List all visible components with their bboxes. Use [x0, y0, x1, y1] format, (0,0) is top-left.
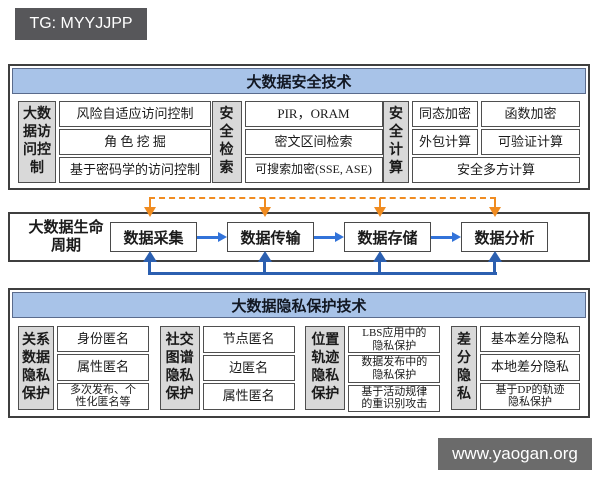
tech-item: 节点匿名	[202, 326, 295, 353]
tech-item: 基于活动规律的重识别攻击	[348, 384, 441, 412]
down-arrow-icon	[259, 207, 271, 217]
down-arrow-icon	[144, 207, 156, 217]
security-panel-title: 大数据安全技术	[12, 68, 586, 94]
stage-data-collection: 数据采集	[110, 222, 197, 252]
tech-item: 边匿名	[202, 354, 295, 382]
privacy-groups-row: 关系数据隐私保护 身份匿名 属性匿名 多次发布、个性化匿名等 社交图谱隐私保护 …	[10, 320, 588, 418]
relational-privacy-items: 身份匿名 属性匿名 多次发布、个性化匿名等	[57, 326, 149, 410]
location-trajectory-privacy-items: LBS应用中的隐私保护 数据发布中的隐私保护 基于活动规律的重识别攻击	[348, 326, 441, 412]
right-arrow-icon	[314, 232, 344, 242]
tech-item: 数据发布中的隐私保护	[348, 355, 441, 383]
security-panel: 大数据安全技术 大数据访问控制 风险自适应访问控制 角 色 挖 掘 基于密码学的…	[8, 64, 590, 190]
tech-item: 属性匿名	[202, 383, 295, 411]
access-control-label: 大数据访问控制	[18, 101, 56, 183]
access-control-items: 风险自适应访问控制 角 色 挖 掘 基于密码学的访问控制	[59, 101, 211, 183]
social-graph-privacy-group: 社交图谱隐私保护 节点匿名 边匿名 属性匿名	[159, 326, 295, 411]
lifecycle-label: 大数据生命周期	[28, 219, 104, 254]
relational-privacy-label: 关系数据隐私保护	[18, 326, 54, 410]
tech-item: 函数加密	[481, 101, 580, 127]
dashed-connector-drop	[264, 198, 266, 207]
secure-computation-items: 同态加密 函数加密 外包计算 可验证计算 安全多方计算	[412, 101, 580, 183]
feedback-connector-line	[148, 272, 497, 275]
tech-item: 风险自适应访问控制	[59, 101, 211, 127]
grid-row: 外包计算 可验证计算	[412, 129, 580, 155]
tech-item: 本地差分隐私	[479, 354, 580, 381]
dashed-connector-drop	[494, 198, 496, 207]
dashed-connector-drop	[379, 198, 381, 207]
feedback-connector-rise	[493, 261, 496, 273]
access-control-group: 大数据访问控制 风险自适应访问控制 角 色 挖 掘 基于密码学的访问控制	[18, 101, 211, 183]
tech-item: 身份匿名	[57, 326, 149, 353]
website-watermark-badge: www.yaogan.org	[438, 438, 592, 470]
location-trajectory-privacy-group: 位置轨迹隐私保护 LBS应用中的隐私保护 数据发布中的隐私保护 基于活动规律的重…	[305, 326, 441, 412]
down-arrow-icon	[374, 207, 386, 217]
social-graph-privacy-items: 节点匿名 边匿名 属性匿名	[202, 326, 295, 411]
feedback-connector-rise	[263, 261, 266, 273]
security-groups-row: 大数据访问控制 风险自适应访问控制 角 色 挖 掘 基于密码学的访问控制 安全检…	[10, 96, 588, 190]
social-graph-privacy-label: 社交图谱隐私保护	[159, 326, 200, 410]
differential-privacy-label: 差分隐私	[450, 326, 477, 410]
location-trajectory-privacy-label: 位置轨迹隐私保护	[305, 326, 346, 410]
dashed-connector-drop	[149, 198, 151, 207]
tech-item: 外包计算	[412, 129, 478, 155]
lifecycle-panel: 大数据生命周期 数据采集 数据传输 数据存储 数据分析	[8, 212, 590, 262]
right-arrow-icon	[431, 232, 461, 242]
secure-retrieval-label: 安全检索	[211, 101, 242, 183]
tech-item: PIR，ORAM	[244, 101, 383, 127]
secure-retrieval-items: PIR，ORAM 密文区间检索 可搜索加密(SSE, ASE)	[244, 101, 383, 183]
tech-item: 基于DP的轨迹隐私保护	[479, 382, 580, 410]
tech-item: LBS应用中的隐私保护	[348, 326, 441, 354]
differential-privacy-group: 差分隐私 基本差分隐私 本地差分隐私 基于DP的轨迹隐私保护	[450, 326, 580, 410]
down-arrow-icon	[489, 207, 501, 217]
up-arrow-icon	[488, 251, 502, 262]
grid-row: 同态加密 函数加密	[412, 101, 580, 127]
tech-item: 属性匿名	[57, 354, 149, 381]
up-arrow-icon	[373, 251, 387, 262]
tech-item: 安全多方计算	[412, 157, 580, 183]
secure-computation-label: 安全计算	[383, 101, 409, 183]
dashed-connector-line	[149, 197, 496, 199]
up-arrow-icon	[258, 251, 272, 262]
right-arrow-icon	[197, 232, 227, 242]
relational-privacy-group: 关系数据隐私保护 身份匿名 属性匿名 多次发布、个性化匿名等	[18, 326, 149, 410]
tech-item: 同态加密	[412, 101, 478, 127]
secure-computation-group: 安全计算 同态加密 函数加密 外包计算 可验证计算 安全多方计算	[383, 101, 580, 183]
stage-data-transmission: 数据传输	[227, 222, 314, 252]
tech-item: 密文区间检索	[244, 129, 383, 155]
privacy-panel-title: 大数据隐私保护技术	[12, 292, 586, 318]
watermark-tag-badge: TG: MYYJJPP	[15, 8, 147, 40]
stage-data-analysis: 数据分析	[461, 222, 548, 252]
up-arrow-icon	[143, 251, 157, 262]
secure-retrieval-group: 安全检索 PIR，ORAM 密文区间检索 可搜索加密(SSE, ASE)	[211, 101, 383, 183]
stage-data-storage: 数据存储	[344, 222, 431, 252]
feedback-connector-rise	[378, 261, 381, 273]
tech-item: 可验证计算	[481, 129, 580, 155]
tech-item: 多次发布、个性化匿名等	[57, 382, 149, 410]
tech-item: 基本差分隐私	[479, 326, 580, 353]
privacy-panel: 大数据隐私保护技术 关系数据隐私保护 身份匿名 属性匿名 多次发布、个性化匿名等…	[8, 288, 590, 418]
tech-item: 角 色 挖 掘	[59, 129, 211, 155]
grid-row: 安全多方计算	[412, 157, 580, 183]
tech-item: 可搜索加密(SSE, ASE)	[244, 157, 383, 183]
feedback-connector-rise	[148, 261, 151, 273]
differential-privacy-items: 基本差分隐私 本地差分隐私 基于DP的轨迹隐私保护	[479, 326, 580, 410]
tech-item: 基于密码学的访问控制	[59, 157, 211, 183]
